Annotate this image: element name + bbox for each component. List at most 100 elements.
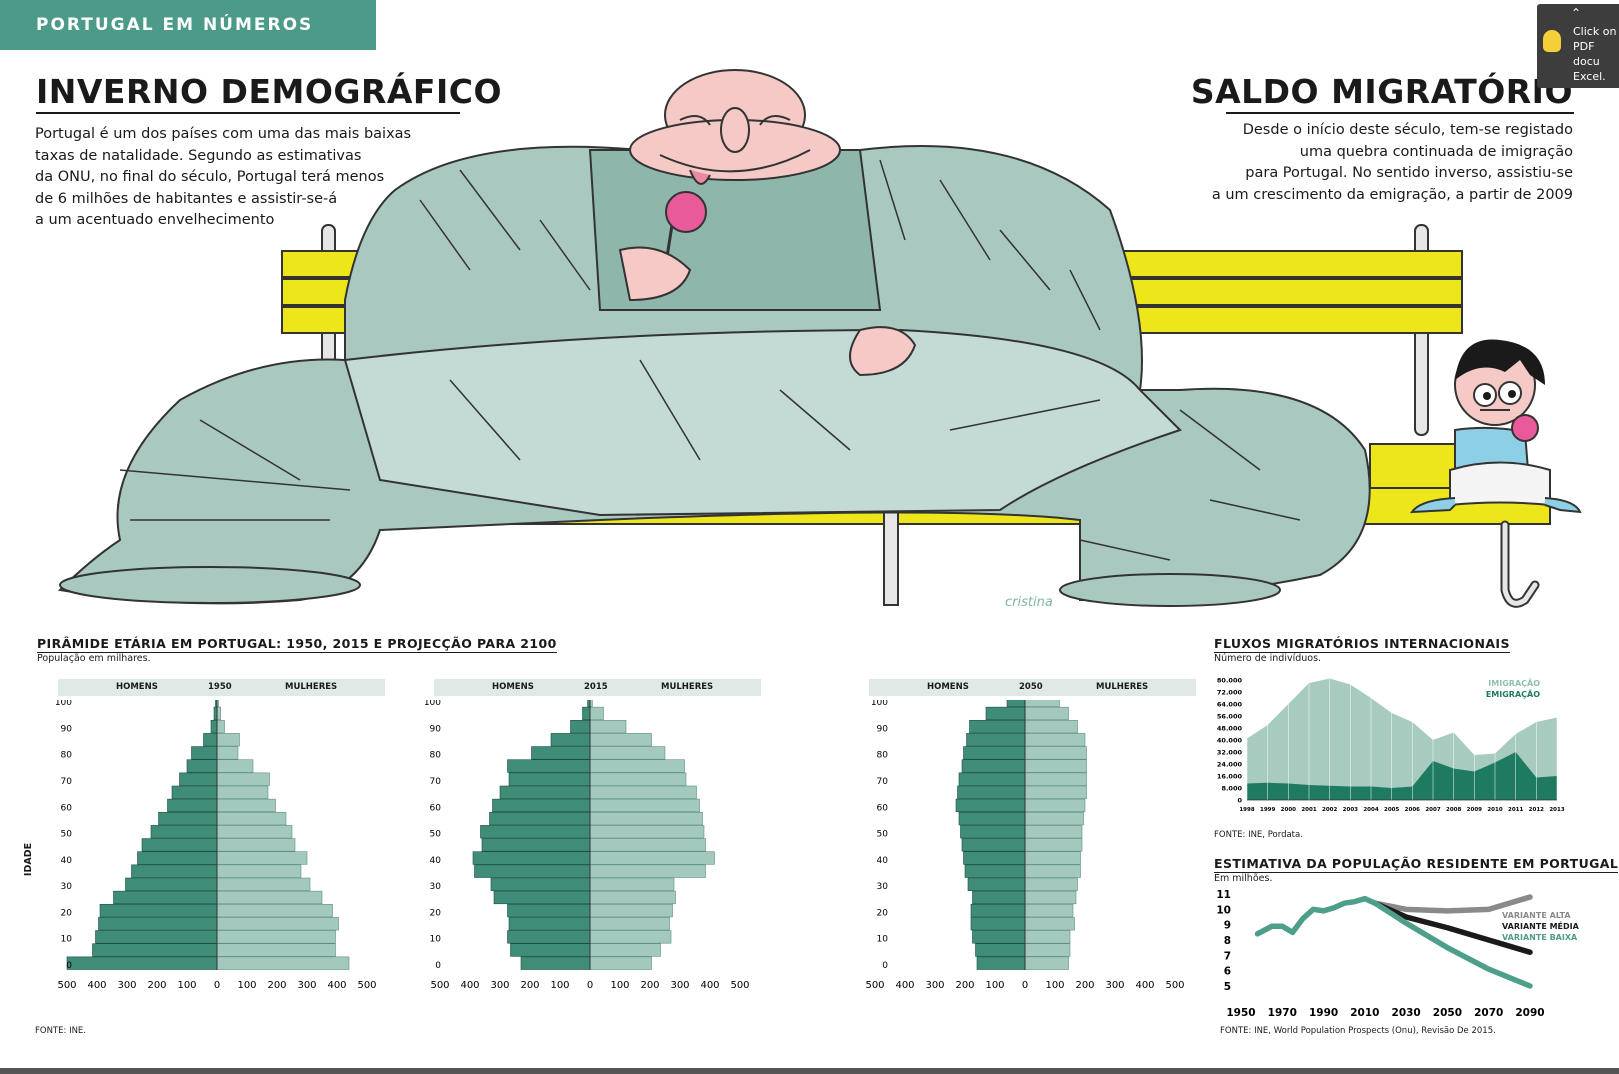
pyramid-bar-men (167, 798, 218, 813)
pyramid-bar-women (1024, 956, 1069, 970)
age-axis-label-wrap: IDADE (23, 832, 48, 892)
boy-shirt (1454, 426, 1530, 471)
pyramid-bar-women (1024, 798, 1086, 813)
pyramid-bar-men (186, 759, 218, 773)
x-tick-label: 2070 (1474, 1007, 1503, 1019)
pyramid-bar-women (589, 877, 675, 891)
x-tick-label: 100 (1045, 980, 1064, 991)
pyramid-bar-women (589, 890, 676, 905)
pyramid-section-title: PIRÂMIDE ETÁRIA EM PORTUGAL: 1950, 2015 … (37, 636, 557, 653)
pyramid-bar-women (216, 733, 240, 747)
x-tick-label: 400 (327, 980, 346, 991)
pyramid-bar-men (474, 864, 591, 878)
pyramid-bar-women (589, 930, 672, 944)
illustration-bench-scene: cristina (57, 69, 1582, 610)
pyramid-bar-men (98, 917, 218, 931)
pyramid-bar-women (589, 746, 666, 760)
pyramid-bar-women (589, 825, 705, 839)
old-man-shoe-right (1059, 573, 1281, 607)
x-tick-label: 1999 (1260, 807, 1275, 813)
pyramid-bar-men (481, 838, 591, 852)
y-tick-label: 40.000 (1217, 737, 1243, 745)
pyramid-bar-women (1024, 785, 1087, 799)
x-tick-label: 500 (57, 980, 76, 991)
age-tick-label: 10 (877, 935, 889, 945)
pyramid-bar-men (158, 811, 218, 826)
x-tick-label: 300 (297, 980, 316, 991)
x-tick-label: 2009 (1467, 807, 1482, 813)
x-tick-label: 1990 (1309, 1007, 1338, 1019)
pyramid-bar-women (589, 759, 685, 773)
population-historical-line (1254, 895, 1378, 937)
pyramid-bar-women (216, 890, 323, 905)
pyramid-bar-women (1024, 746, 1087, 760)
pyramid-bar-women (216, 877, 311, 891)
pyramid-bar-women (216, 811, 287, 826)
age-tick-label: 80 (877, 751, 889, 761)
pyramid-bar-men (493, 890, 591, 905)
pyramid-1950-header: HOMENS 1950 MULHERES (58, 679, 385, 696)
pyramid-bar-men (963, 851, 1026, 865)
age-tick-label: 20 (877, 908, 889, 918)
age-tick-label: 70 (877, 777, 889, 787)
y-tick-label: 24.000 (1217, 761, 1243, 769)
age-tick-label: 90 (877, 724, 889, 734)
pyramid-bar-women (589, 706, 604, 721)
pyramid-bar-women (1024, 838, 1083, 852)
year-label: 2015 (584, 682, 608, 692)
migration-section-title: FLUXOS MIGRATÓRIOS INTERNACIONAIS (1214, 636, 1510, 653)
pyramid-bar-women (216, 943, 336, 957)
x-tick-label: 500 (357, 980, 376, 991)
pyramid-bar-women (589, 838, 706, 852)
population-section-title: ESTIMATIVA DA POPULAÇÃO RESIDENTE EM POR… (1214, 856, 1619, 873)
pdf-tip-popup[interactable]: ⌃ Click on PDF docu Excel. (1537, 4, 1619, 88)
old-man-shoe-left (59, 566, 361, 604)
x-tick-label: 300 (670, 980, 689, 991)
pyramid-bar-men (99, 903, 218, 918)
y-tick-label: 8 (1224, 935, 1231, 947)
legend-variant-low: VARIANTE BAIXA (1502, 933, 1578, 942)
y-tick-label: 64.000 (1217, 701, 1243, 709)
old-man-lap (343, 328, 1182, 517)
bottom-border (0, 1068, 1619, 1074)
x-tick-label: 100 (177, 980, 196, 991)
x-tick-label: 400 (460, 980, 479, 991)
pyramid-bar-men (125, 877, 218, 891)
migration-section-subtitle: Número de indivíduos. (1214, 653, 1322, 664)
x-tick-label: 300 (117, 980, 136, 991)
pyramid-bar-women (216, 851, 308, 865)
pyramid-bar-men (489, 811, 591, 826)
x-tick-label: 300 (1105, 980, 1124, 991)
x-tick-label: 300 (925, 980, 944, 991)
age-tick-label: 100 (55, 700, 72, 708)
x-tick-label: 100 (985, 980, 1004, 991)
x-tick-label: 2006 (1405, 807, 1420, 813)
pyramid-bar-women (216, 746, 239, 760)
pyramid-bar-women (216, 759, 254, 773)
lollipop-old-man (665, 191, 707, 233)
pyramid-bar-men (179, 772, 218, 786)
right-article-text: Desde o início deste século, tem-se regi… (1211, 122, 1573, 203)
pyramid-bar-men (970, 917, 1026, 931)
age-axis-label: IDADE (23, 842, 35, 877)
pyramid-bar-men (472, 851, 591, 865)
left-title-underline (36, 112, 460, 114)
pyramid-section-subtitle: População em milhares. (37, 653, 151, 664)
pyramid-bar-men (113, 890, 218, 905)
age-tick-label: 80 (61, 751, 73, 761)
x-tick-label: 200 (1075, 980, 1094, 991)
women-label: MULHERES (661, 682, 714, 692)
age-tick-label: 30 (877, 882, 889, 892)
age-tick-label: 0 (882, 961, 888, 971)
pyramid-bar-women (589, 903, 673, 918)
age-tick-label: 90 (61, 724, 73, 734)
pyramid-bar-men (92, 943, 218, 957)
x-tick-label: 500 (865, 980, 884, 991)
pyramid-bar-men (961, 838, 1026, 852)
pyramid-bar-men (492, 798, 591, 813)
right-title-underline (1226, 112, 1574, 114)
x-tick-label: 2010 (1487, 807, 1502, 813)
age-tick-label: 20 (430, 908, 442, 918)
x-tick-label: 2011 (1508, 807, 1523, 813)
popup-collapse-icon[interactable]: ⌃ (1571, 6, 1582, 20)
